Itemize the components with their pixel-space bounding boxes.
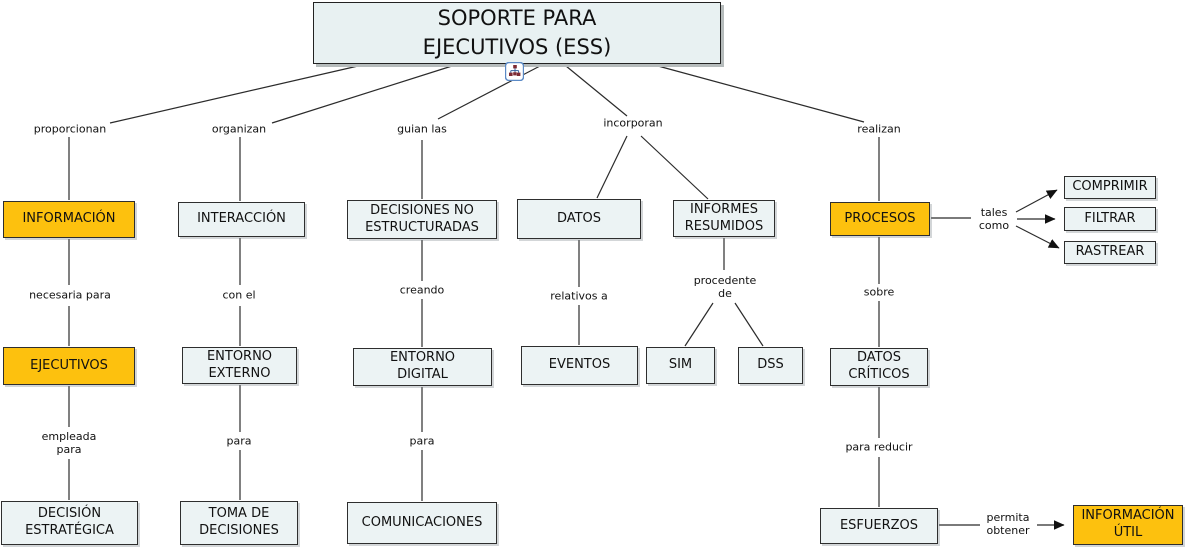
node-informacion-util[interactable]: INFORMACIÓN ÚTIL xyxy=(1073,505,1183,545)
node-informacion[interactable]: INFORMACIÓN xyxy=(3,201,135,238)
link-label-creando[interactable]: creando xyxy=(399,283,445,297)
link-label-sobre[interactable]: sobre xyxy=(863,285,895,299)
link-label-proporcionan[interactable]: proporcionan xyxy=(33,122,107,136)
node-soporte-para-ejecutivos[interactable]: SOPORTE PARA EJECUTIVOS (ESS) xyxy=(313,2,721,64)
link-label-necesaria-para[interactable]: necesaria para xyxy=(29,288,111,302)
node-entorno-externo[interactable]: ENTORNO EXTERNO xyxy=(182,347,297,384)
link-label-permita-obtener[interactable]: permita obtener xyxy=(986,510,1030,537)
node-rastrear[interactable]: RASTREAR xyxy=(1064,241,1156,264)
node-eventos[interactable]: EVENTOS xyxy=(521,346,638,385)
link-label-para-comunicaciones[interactable]: para xyxy=(409,434,435,448)
link-label-para-entorno[interactable]: para xyxy=(226,434,252,448)
link-label-incorporan[interactable]: incorporan xyxy=(603,116,663,130)
link-label-con-el[interactable]: con el xyxy=(222,288,256,302)
link-label-tales-como[interactable]: tales como xyxy=(978,205,1010,232)
node-comunicaciones[interactable]: COMUNICACIONES xyxy=(347,502,497,544)
link-label-organizan[interactable]: organizan xyxy=(211,122,267,136)
node-esfuerzos[interactable]: ESFUERZOS xyxy=(820,508,938,544)
link-label-para-reducir[interactable]: para reducir xyxy=(845,440,913,454)
link-label-relativos-a[interactable]: relativos a xyxy=(550,289,608,303)
node-filtrar[interactable]: FILTRAR xyxy=(1064,207,1156,231)
node-decisiones-no-estructuradas[interactable]: DECISIONES NO ESTRUCTURADAS xyxy=(347,200,497,239)
node-interaccion[interactable]: INTERACCIÓN xyxy=(178,202,305,237)
node-ejecutivos[interactable]: EJECUTIVOS xyxy=(3,347,135,385)
nested-concept-map-icon[interactable] xyxy=(504,61,525,82)
node-decision-estrategica[interactable]: DECISIÓN ESTRATÉGICA xyxy=(1,501,138,545)
link-label-procedente-de[interactable]: procedente de xyxy=(693,273,757,300)
node-datos[interactable]: DATOS xyxy=(517,199,641,239)
link-label-realizan[interactable]: realizan xyxy=(857,122,901,136)
node-comprimir[interactable]: COMPRIMIR xyxy=(1064,176,1156,199)
node-datos-criticos[interactable]: DATOS CRÍTICOS xyxy=(830,348,928,386)
node-dss[interactable]: DSS xyxy=(738,347,803,384)
node-toma-de-decisiones[interactable]: TOMA DE DECISIONES xyxy=(180,501,298,545)
node-informes-resumidos[interactable]: INFORMES RESUMIDOS xyxy=(673,200,775,237)
link-label-empleada-para[interactable]: empleada para xyxy=(41,429,97,456)
node-entorno-digital[interactable]: ENTORNO DIGITAL xyxy=(353,348,492,386)
node-sim[interactable]: SIM xyxy=(646,347,715,384)
node-procesos[interactable]: PROCESOS xyxy=(830,202,930,236)
link-label-guian-las[interactable]: guian las xyxy=(397,122,447,136)
